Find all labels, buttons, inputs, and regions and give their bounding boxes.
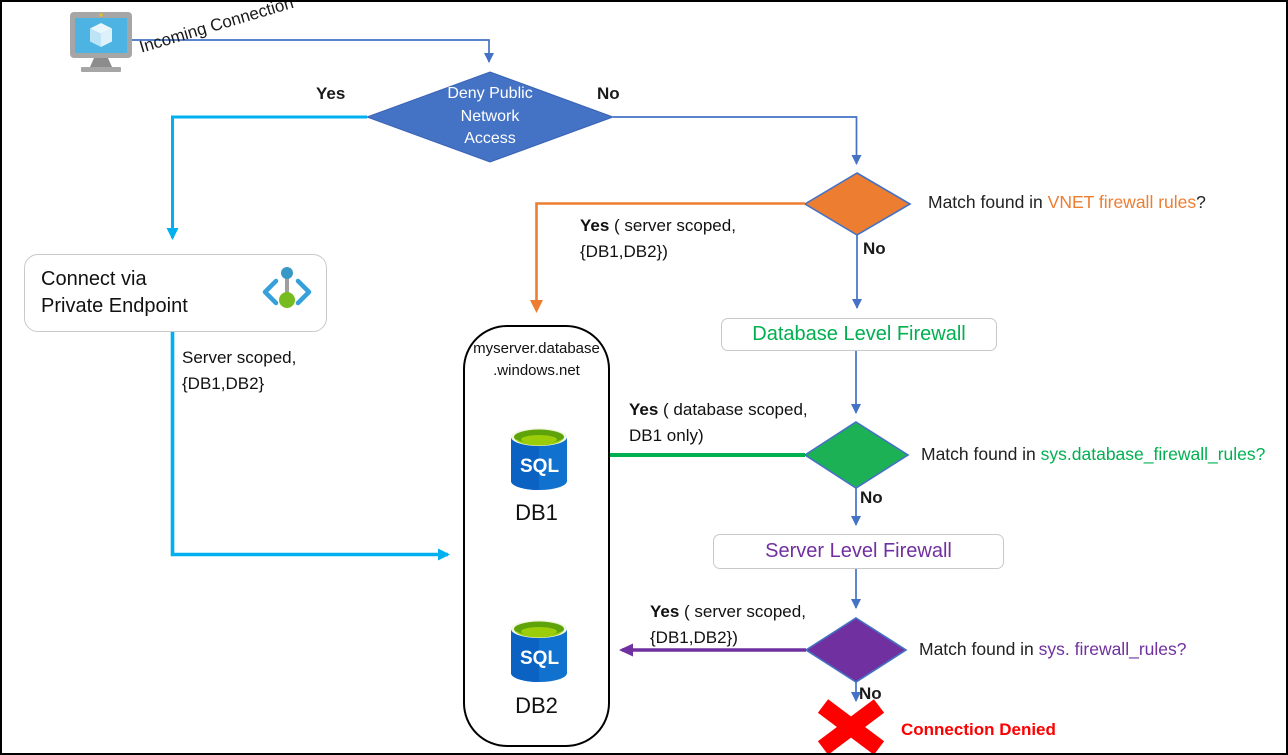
private-endpoint-scope-label: Server scoped, {DB1,DB2} xyxy=(182,348,297,394)
vnet-firewall-diamond xyxy=(803,172,912,236)
vnet-yes-label: Yes ( server scoped, {DB1,DB2}) xyxy=(580,216,736,262)
server-firewall-rules-diamond xyxy=(804,617,908,683)
private-endpoint-icon xyxy=(262,267,312,308)
sql-server-container: myserver.database .windows.net SQL DB1 S… xyxy=(463,325,610,747)
client-computer-icon xyxy=(70,12,132,72)
connector-private-endpoint-to-server xyxy=(170,330,450,561)
connector-deny-yes xyxy=(166,115,367,240)
database-firewall-rules-diamond xyxy=(803,421,910,489)
denied-x-icon xyxy=(817,699,885,753)
svg-text:SQL: SQL xyxy=(520,456,559,477)
deny-public-network-access-diamond xyxy=(365,71,615,163)
srv-no-label: No xyxy=(859,684,882,703)
srv-question: Match found in sys. firewall_rules? xyxy=(919,639,1187,659)
db1-label: DB1 xyxy=(515,500,558,525)
connect-private-endpoint-label: Connect via Private Endpoint xyxy=(41,268,188,317)
deny-no-label: No xyxy=(597,84,620,103)
sql-db1-icon: SQL xyxy=(511,428,567,490)
db-question: Match found in sys.database_firewall_rul… xyxy=(921,444,1266,464)
deny-yes-label: Yes xyxy=(316,84,346,103)
srv-yes-label: Yes ( server scoped, {DB1,DB2}) xyxy=(650,602,806,648)
db2-label: DB2 xyxy=(515,693,558,718)
sql-db2-icon: SQL xyxy=(511,620,567,682)
connector-vnet-yes xyxy=(530,202,805,313)
connect-private-endpoint-box[interactable]: Connect via Private Endpoint xyxy=(24,254,327,332)
db-yes-label: Yes ( database scoped, DB1 only) xyxy=(629,400,808,446)
server-name-label: myserver.database .windows.net xyxy=(473,340,600,379)
db-no-label: No xyxy=(860,488,883,507)
deny-diamond-label: Deny Public Network Access xyxy=(447,85,533,148)
svg-text:SQL: SQL xyxy=(520,648,559,669)
database-level-firewall-box[interactable]: Database Level Firewall xyxy=(721,318,997,351)
connector-deny-no xyxy=(613,116,862,165)
vnet-no-label: No xyxy=(863,239,886,258)
vnet-question: Match found in VNET firewall rules? xyxy=(928,192,1206,212)
connection-denied-label: Connection Denied xyxy=(901,720,1056,739)
server-level-firewall-box[interactable]: Server Level Firewall xyxy=(713,534,1004,569)
connector-incoming xyxy=(128,39,494,63)
